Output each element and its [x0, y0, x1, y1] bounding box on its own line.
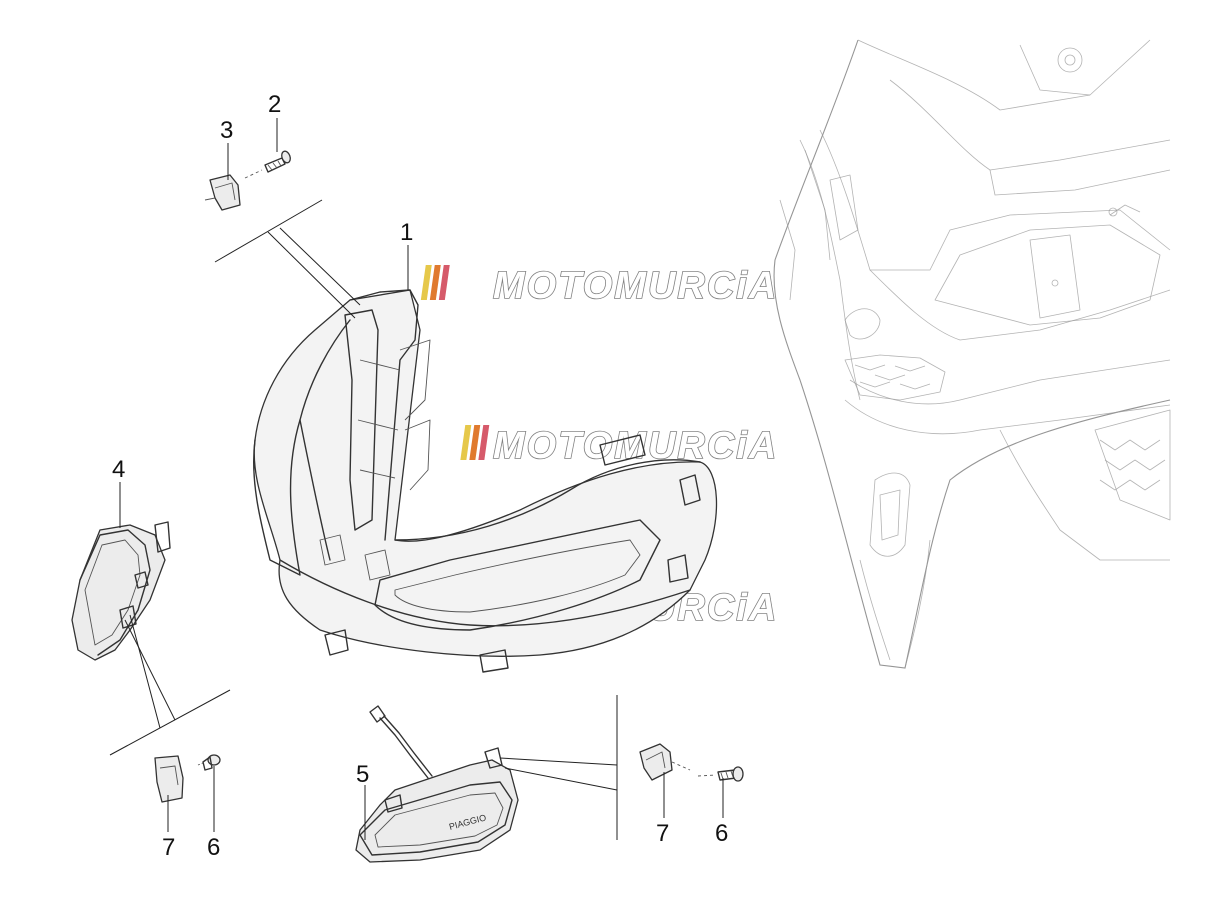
callout-2: 2 [268, 91, 281, 118]
callout-5: 5 [356, 761, 369, 788]
callout-7-right: 7 [656, 820, 669, 847]
callout-3: 3 [220, 117, 233, 144]
mounting-guides-right [499, 695, 618, 840]
screw-left [197, 754, 221, 771]
watermark-middle: MOTOMURCiA [460, 424, 778, 468]
clip-left [154, 755, 184, 803]
callout-leaders [119, 118, 724, 840]
callout-6-right: 6 [715, 820, 728, 847]
clip-right [639, 743, 691, 781]
clip-top [204, 174, 241, 211]
callout-6-left: 6 [207, 834, 220, 861]
mounting-guides-top [214, 199, 361, 319]
callout-7-left: 7 [162, 834, 175, 861]
callout-1: 1 [400, 219, 413, 246]
screw-top [244, 150, 291, 179]
callout-labels: 2 3 1 4 5 7 6 7 6 [112, 91, 728, 861]
callout-4: 4 [112, 456, 125, 483]
headlight-assembly [252, 289, 718, 673]
scooter-front-reference [773, 39, 1171, 669]
watermark-top: MOTOMURCiA [420, 264, 778, 308]
watermark-text: MOTOMURCiA [493, 425, 778, 467]
watermark-text: MOTOMURCiA [493, 265, 778, 307]
front-position-light: PIAGGIO [355, 705, 519, 863]
screw-right [697, 766, 744, 782]
mounting-guides-left [109, 614, 231, 756]
turn-signal-left [71, 521, 171, 661]
